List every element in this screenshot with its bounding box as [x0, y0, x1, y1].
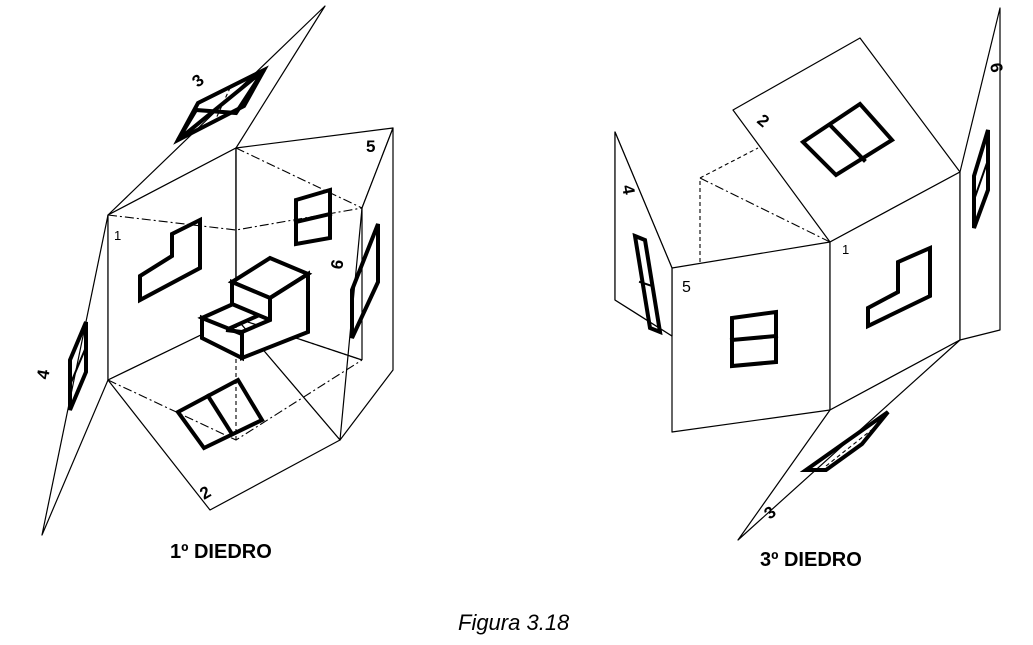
third-dihedral-diagram: 2 4 5 1 6 3 3º DIEDRO: [614, 7, 1006, 571]
label-plane-4: 4: [33, 368, 53, 381]
label-plane-6: 6: [986, 61, 1006, 74]
figure-caption: Figura 3.18: [458, 610, 570, 635]
plane-2-bottom: [107, 317, 341, 511]
stepped-solid: [197, 255, 313, 362]
label-plane-5: 5: [366, 137, 375, 156]
plane-6-right: [959, 7, 1001, 341]
caption-first-dihedral: 1º DIEDRO: [170, 541, 272, 563]
label-plane-5: 5: [682, 279, 691, 296]
first-dihedral-diagram: 3 4 1 5 6 2 1º DIEDRO: [33, 5, 394, 563]
label-plane-1: 1: [114, 228, 121, 243]
label-plane-4: 4: [618, 183, 638, 196]
caption-third-dihedral: 3º DIEDRO: [760, 549, 862, 571]
label-plane-1: 1: [842, 242, 849, 257]
label-plane-6: 6: [327, 258, 347, 271]
label-plane-3: 3: [188, 70, 207, 91]
